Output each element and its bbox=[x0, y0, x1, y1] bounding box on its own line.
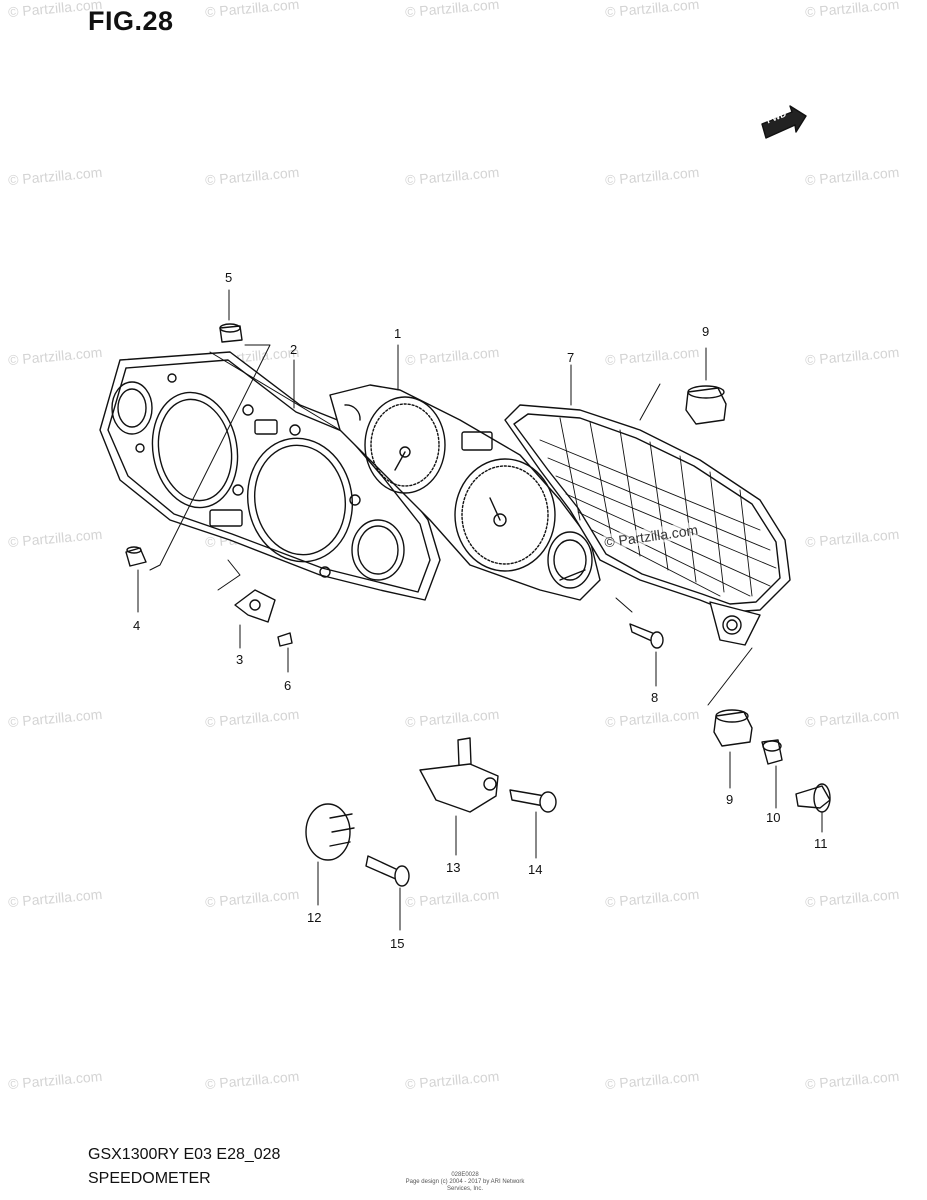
part-15-screw bbox=[365, 855, 410, 887]
callout-7[interactable]: 7 bbox=[567, 350, 575, 365]
callout-11[interactable]: 11 bbox=[814, 836, 828, 851]
part-5-grommet bbox=[219, 323, 243, 343]
part-12-socket bbox=[305, 803, 355, 861]
part-7-lower-case bbox=[504, 404, 791, 646]
forward-arrow-icon bbox=[761, 105, 807, 139]
callout-2[interactable]: 2 bbox=[290, 342, 298, 357]
callout-10[interactable]: 10 bbox=[766, 810, 781, 825]
callout-14[interactable]: 14 bbox=[528, 862, 543, 877]
part-11-bolt bbox=[795, 783, 831, 813]
part-13-sensor bbox=[419, 737, 499, 813]
callout-5[interactable]: 5 bbox=[225, 270, 233, 285]
callout-12[interactable]: 12 bbox=[307, 910, 322, 925]
section-name: SPEEDOMETER bbox=[88, 1170, 211, 1187]
callout-13[interactable]: 13 bbox=[446, 860, 461, 875]
part-14-bolt bbox=[509, 789, 557, 813]
footer-copyright: 028E0028 Page design (c) 2004 - 2017 by … bbox=[400, 1172, 530, 1193]
callout-15[interactable]: 15 bbox=[390, 936, 405, 951]
callout-9a[interactable]: 9 bbox=[702, 324, 710, 339]
callout-4[interactable]: 4 bbox=[133, 618, 141, 633]
leader-lines bbox=[137, 289, 823, 931]
part-2-meter-case bbox=[99, 351, 441, 601]
callout-1[interactable]: 1 bbox=[394, 326, 402, 341]
part-9-cushion-lower bbox=[713, 709, 753, 747]
part-9-cushion-upper bbox=[685, 385, 727, 425]
footer-code: 028E0028 bbox=[451, 1172, 479, 1178]
callout-8[interactable]: 8 bbox=[651, 690, 659, 705]
callout-3[interactable]: 3 bbox=[236, 652, 244, 667]
part-10-collar bbox=[761, 739, 783, 765]
part-6-screw bbox=[277, 632, 293, 647]
part-8-screw bbox=[629, 623, 664, 649]
part-3-bracket bbox=[234, 589, 276, 623]
footer-copyright-text: Page design (c) 2004 - 2017 by ARI Netwo… bbox=[405, 1179, 525, 1192]
model-code: GSX1300RY E03 E28_028 bbox=[88, 1146, 281, 1163]
figure-title: FIG.28 bbox=[88, 6, 174, 36]
callout-9b[interactable]: 9 bbox=[726, 792, 734, 807]
part-1-meter-assembly bbox=[329, 384, 601, 601]
callout-6[interactable]: 6 bbox=[284, 678, 292, 693]
part-4-grommet bbox=[125, 546, 147, 567]
